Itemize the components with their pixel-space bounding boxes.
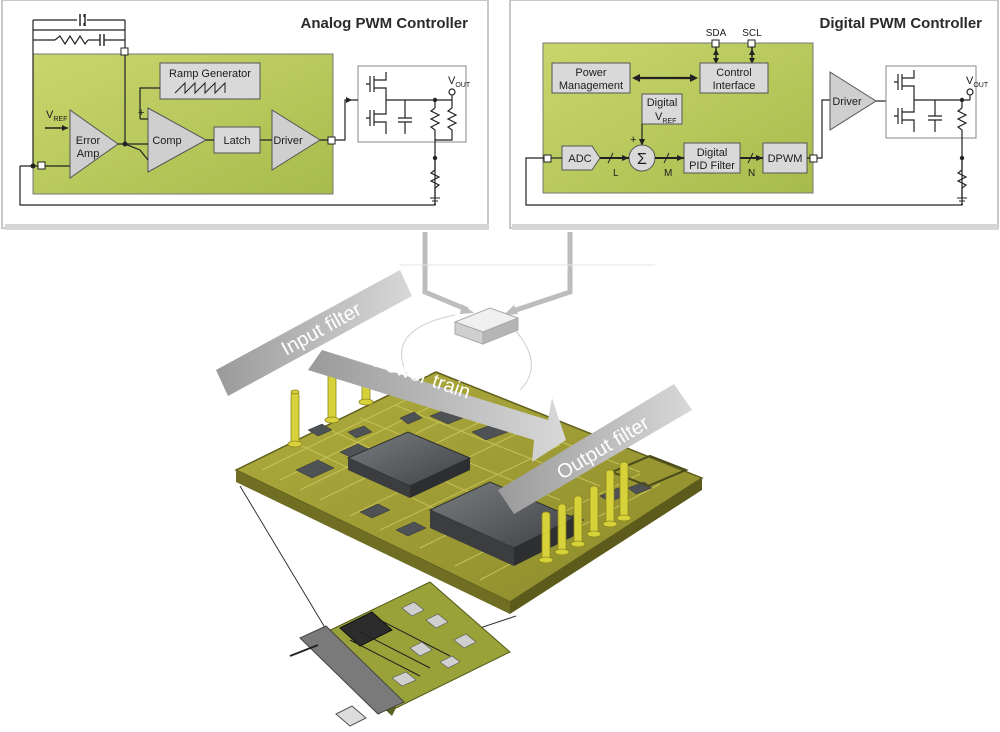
digital-vout-terminal <box>966 88 974 96</box>
digital-vref-label-1: Digital <box>647 97 678 109</box>
card-small-chip <box>335 705 367 727</box>
ramp-generator-block <box>159 62 261 100</box>
comp-label: Comp <box>152 135 181 147</box>
bus-n-label: N <box>748 168 755 179</box>
scl-label: SCL <box>742 28 762 39</box>
sigma-plus-sign: + <box>630 134 636 146</box>
latch-label: Latch <box>224 135 251 147</box>
comp-triangle <box>147 107 208 173</box>
control-interface-label-1: Control <box>716 67 751 79</box>
digital-vout-label: VOUT <box>966 75 989 89</box>
digital-driver-triangle <box>829 71 877 131</box>
digital-ground-symbol <box>957 197 967 205</box>
feedback-resistor <box>54 34 89 46</box>
analog-power-stage <box>357 65 467 143</box>
input-pins <box>287 365 374 448</box>
board-chip-1 <box>346 431 472 498</box>
dpwm-label: DPWM <box>768 153 803 165</box>
pid-filter-block <box>683 142 741 174</box>
host-card <box>289 581 511 727</box>
pid-label-1: Digital <box>697 147 728 159</box>
sigma-symbol: Σ <box>637 151 647 168</box>
scl-pin <box>747 39 756 48</box>
sda-label: SDA <box>706 28 727 39</box>
sda-pin <box>711 39 720 48</box>
ramp-waveform <box>174 81 226 95</box>
digital-vref-label-2: VREF <box>655 111 676 125</box>
ramp-generator-label: Ramp Generator <box>169 68 251 80</box>
adc-label: ADC <box>568 153 591 165</box>
error-amp-label-2: Amp <box>77 148 100 160</box>
digital-panel: Digital PWM Controller SDA SCL Power Man… <box>509 0 999 230</box>
analog-driver-label: Driver <box>273 135 303 147</box>
analog-panel: Analog PWM Controller Ramp Generator Err… <box>1 0 489 230</box>
bus-l-label: L <box>613 168 619 179</box>
analog-mosfet-high <box>366 72 387 100</box>
card-module-outline <box>339 611 393 647</box>
power-management-label-1: Power <box>575 67 607 79</box>
control-interface-block <box>699 62 769 94</box>
control-interface-label-2: Interface <box>713 80 756 92</box>
bus-m-label: M <box>664 168 672 179</box>
analog-title: Analog PWM Controller <box>301 15 469 32</box>
card-connector <box>299 625 405 715</box>
analog-vout-terminal <box>448 88 456 96</box>
digital-vref-block <box>641 93 683 125</box>
vref-label: VREF <box>46 109 67 123</box>
analog-pin-comp <box>120 47 129 56</box>
controller-to-chip-arrows <box>400 232 655 391</box>
analog-pin-fb <box>37 161 46 170</box>
error-amp-triangle <box>69 109 119 179</box>
pid-label-2: PID Filter <box>689 160 735 172</box>
digital-title: Digital PWM Controller <box>820 15 983 32</box>
comp-plus-sign: + <box>138 107 144 119</box>
power-module-board <box>234 365 704 614</box>
error-amp-label-1: Error <box>76 135 101 147</box>
adc-block <box>561 145 601 171</box>
digital-driver-label: Driver <box>832 96 862 108</box>
digital-pin-fb <box>543 154 552 163</box>
power-management-label-2: Management <box>559 80 623 92</box>
digital-mosfet-low <box>894 100 915 132</box>
controller-chip <box>453 307 520 345</box>
digital-mosfet-high <box>894 70 915 100</box>
digital-pin-out <box>809 154 818 163</box>
power-management-block <box>551 62 631 94</box>
analog-ground-symbol <box>430 197 440 205</box>
output-pins <box>538 461 632 564</box>
analog-mosfet-low <box>366 100 387 134</box>
analog-vout-label: VOUT <box>448 75 471 89</box>
